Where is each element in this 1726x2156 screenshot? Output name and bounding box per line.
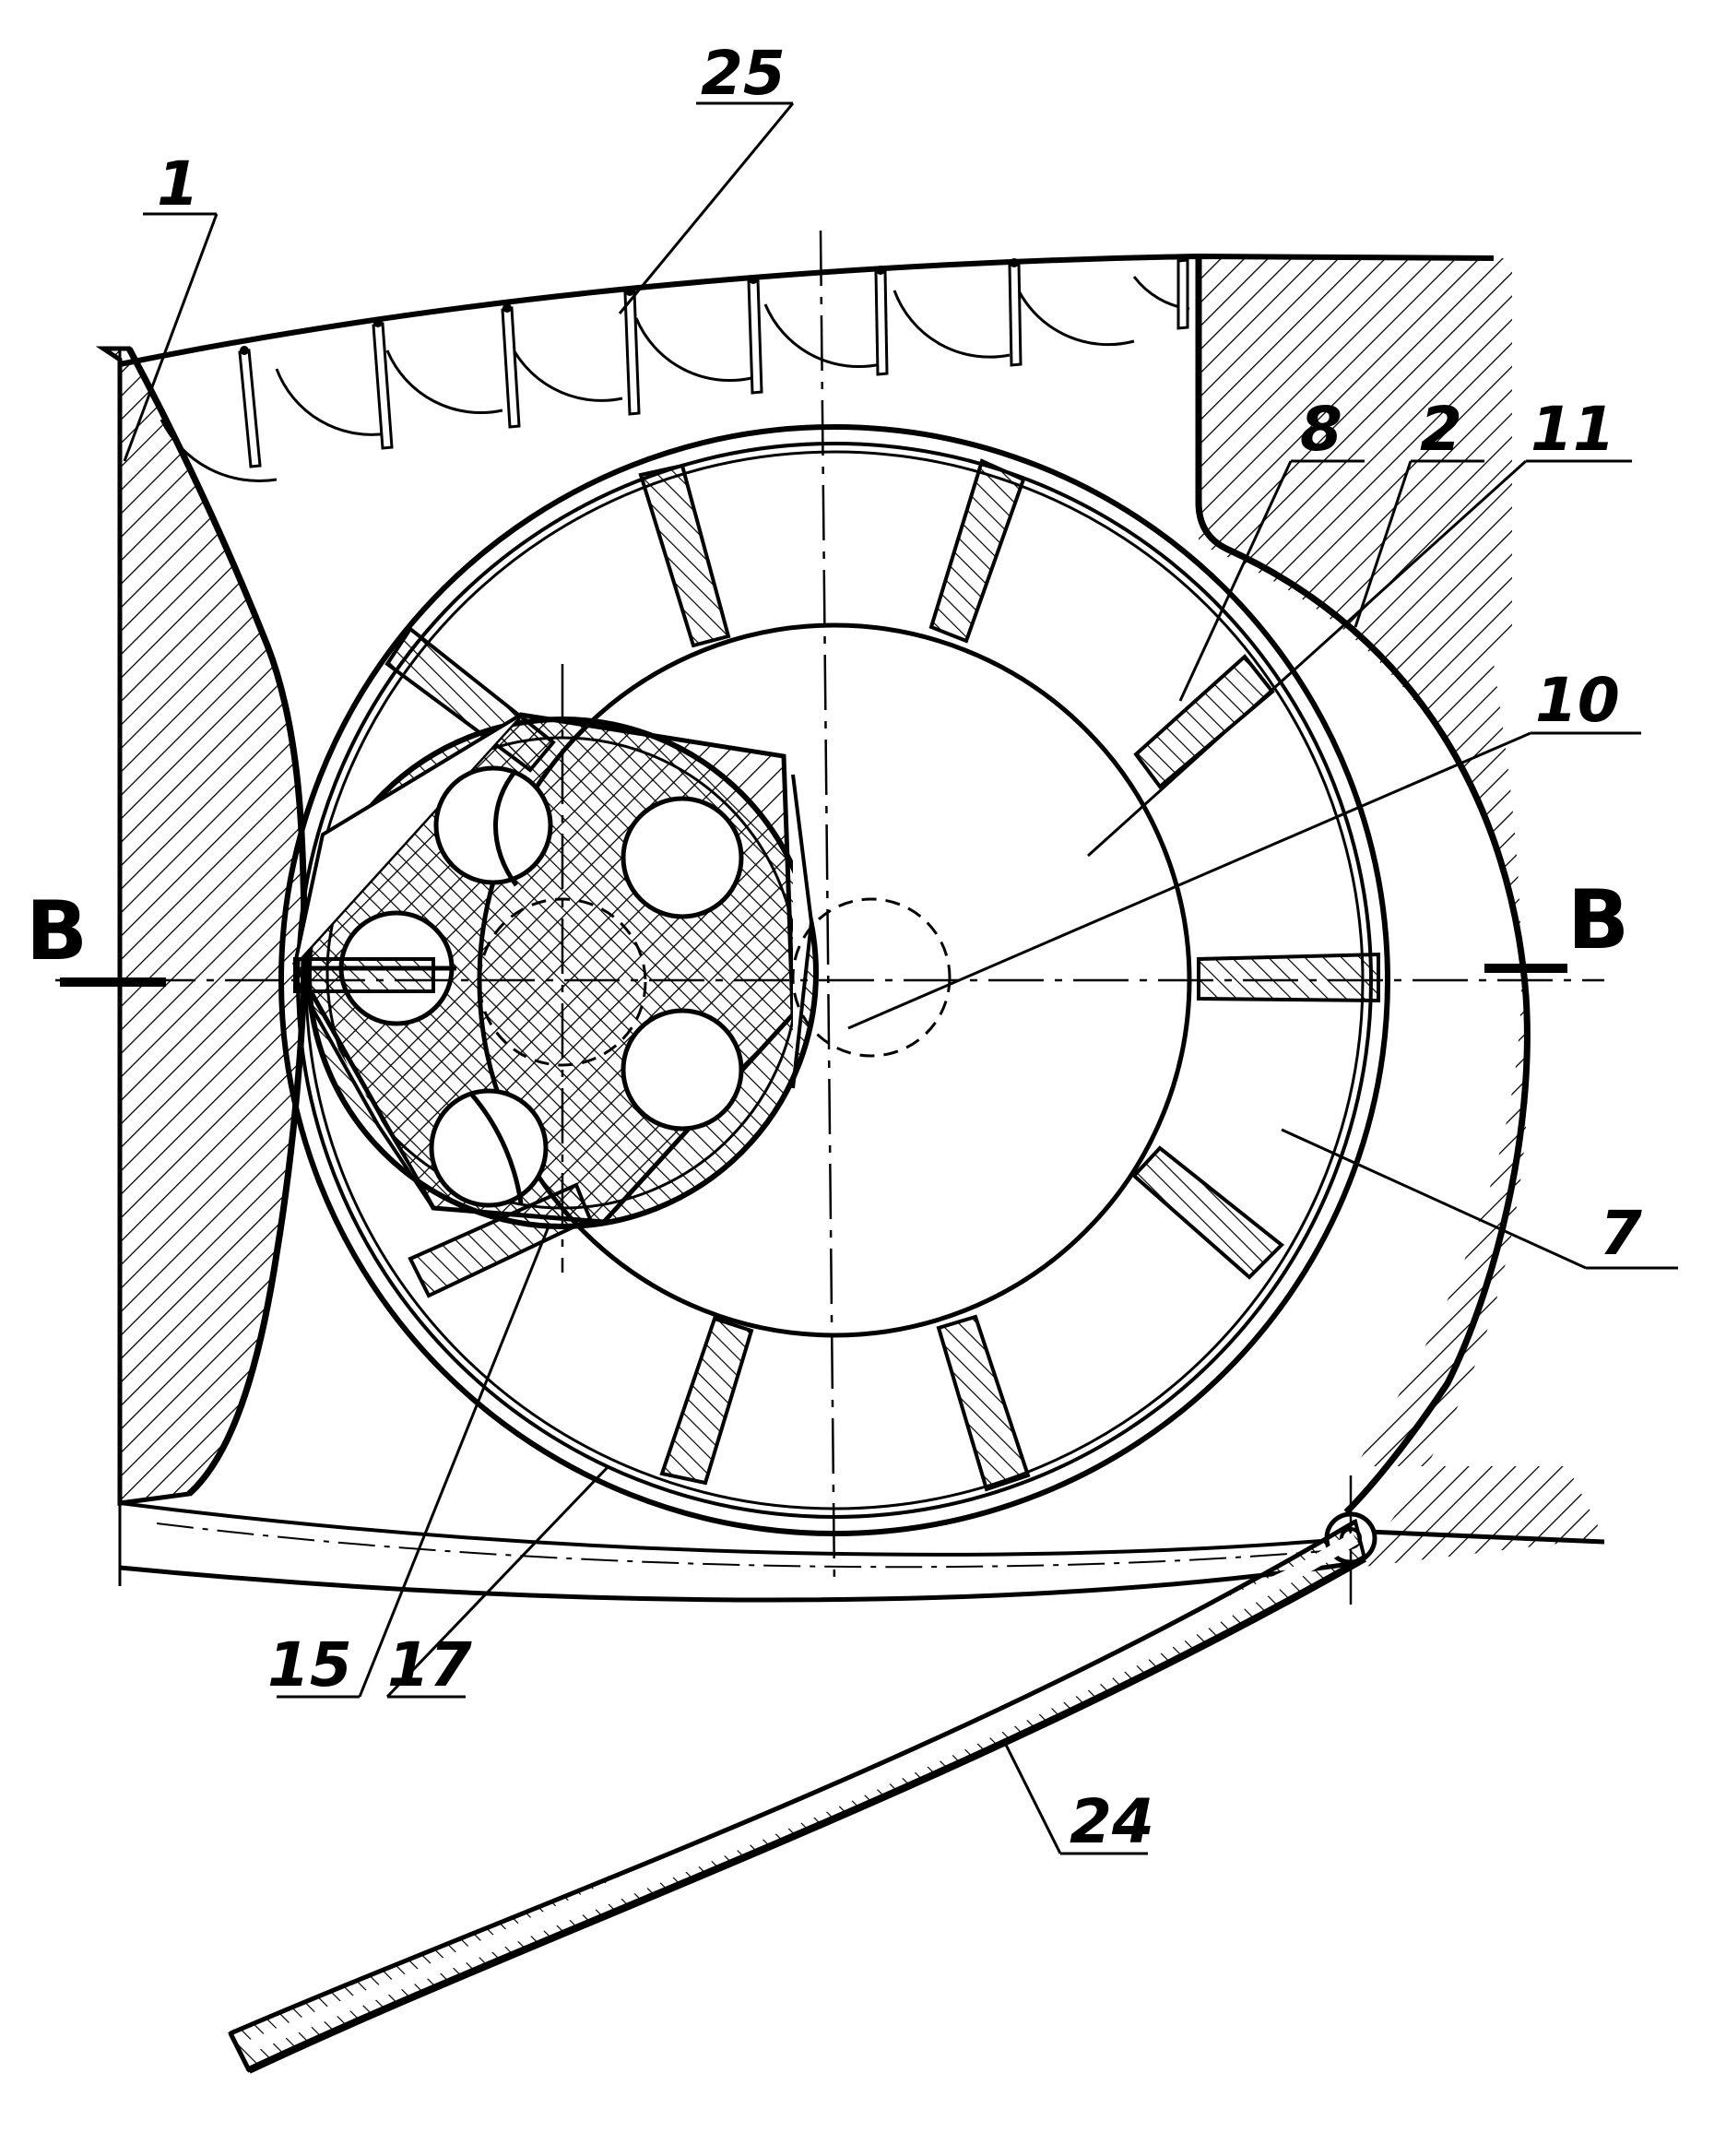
section-label-right: B	[1567, 872, 1629, 967]
hub-dashed-circles	[478, 897, 952, 1067]
section-label-left: B	[26, 883, 88, 978]
label-1: 1	[157, 148, 199, 219]
centre-lines	[55, 230, 1604, 1587]
callout-labels: 1 25 8 2 11 10 7 15 17 24 B B	[26, 38, 1642, 1857]
label-2: 2	[1420, 394, 1462, 465]
top-scoop-blades	[238, 258, 1189, 468]
housing-top-arc	[119, 253, 1495, 367]
label-8: 8	[1300, 394, 1342, 465]
label-15: 15	[267, 1629, 352, 1700]
label-24: 24	[1070, 1786, 1154, 1857]
housing-bottom-rails	[118, 350, 1356, 1603]
label-11: 11	[1531, 394, 1615, 465]
leader-lines	[123, 101, 1678, 1855]
label-17: 17	[387, 1629, 472, 1700]
housing-left-wall	[95, 346, 308, 1506]
housing-right-wall	[1195, 256, 1605, 1568]
chute-arm	[228, 1518, 1367, 2074]
section-marks	[60, 964, 1567, 987]
top-scoop-dots	[240, 258, 1019, 355]
label-25: 25	[701, 38, 786, 109]
drum-arm	[293, 957, 435, 993]
label-7: 7	[1600, 1198, 1642, 1269]
label-10: 10	[1535, 665, 1620, 736]
